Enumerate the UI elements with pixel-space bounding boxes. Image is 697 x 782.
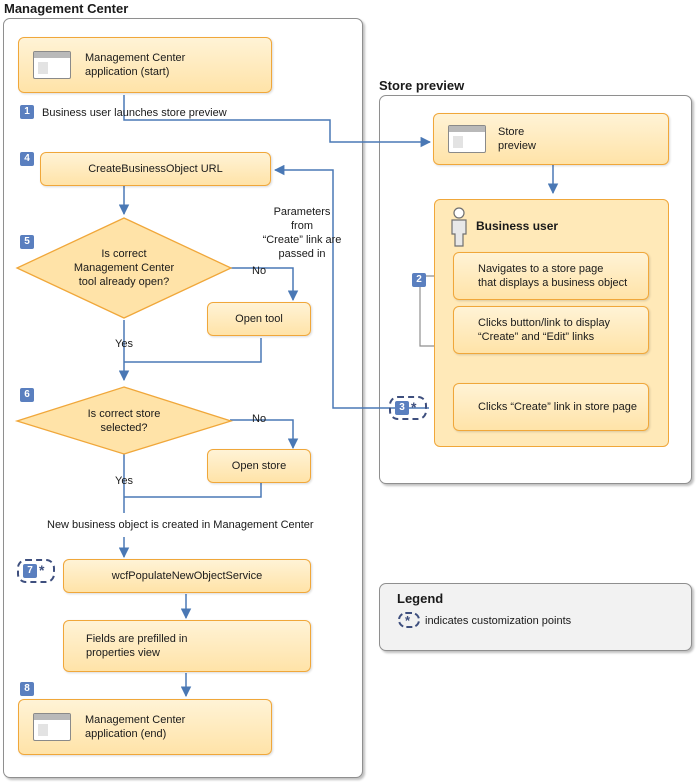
clicks-create-label: Clicks “Create” link in store page xyxy=(478,401,637,413)
yes-label-2: Yes xyxy=(115,475,133,487)
launch-label: Business user launches store preview xyxy=(42,107,227,119)
step-6-badge: 6 xyxy=(20,388,34,402)
window-icon xyxy=(448,125,486,153)
store-preview-title: Store preview xyxy=(379,78,465,93)
mc-end-label: Management Center application (end) xyxy=(85,714,186,740)
step-7-badge: 7 xyxy=(23,564,37,578)
edge-no-store xyxy=(230,419,299,450)
step-8-badge: 8 xyxy=(20,682,34,696)
new-object-label: New business object is created in Manage… xyxy=(47,519,314,531)
yes-label-1: Yes xyxy=(115,338,133,350)
legend-text: indicates customization points xyxy=(425,615,572,627)
step-2-badge: 2 xyxy=(412,273,426,287)
legend-star-icon: * xyxy=(405,613,411,628)
clicks-button-box: Clicks button/link to display “Create” a… xyxy=(453,306,649,354)
decision-6-label: Is correct store selected? xyxy=(87,408,161,434)
customization-star: * xyxy=(39,562,45,578)
edge-params xyxy=(273,164,429,409)
window-icon xyxy=(33,51,71,79)
create-url-box: CreateBusinessObject URL xyxy=(40,152,271,186)
legend-title: Legend xyxy=(397,591,444,606)
mc-start-label: Management Center application (start) xyxy=(85,52,186,78)
open-store-box: Open store xyxy=(207,449,311,483)
step-3-customization: 3* xyxy=(389,396,427,420)
create-url-label: CreateBusinessObject URL xyxy=(88,163,223,175)
open-tool-label: Open tool xyxy=(235,313,283,325)
decision-6-shape xyxy=(14,386,234,455)
window-icon xyxy=(33,713,71,741)
step-1-badge: 1 xyxy=(20,105,34,119)
step-5-badge: 5 xyxy=(20,235,34,249)
no-label-2: No xyxy=(252,413,267,425)
edge-open-store-merge xyxy=(124,482,262,498)
edge-open-tool-merge xyxy=(124,338,262,363)
navigate-box: Navigates to a store page that displays … xyxy=(453,252,649,300)
populate-service-box: wcfPopulateNewObjectService xyxy=(63,559,311,593)
open-store-label: Open store xyxy=(231,460,287,472)
no-label-1: No xyxy=(252,265,267,277)
customization-star: * xyxy=(411,399,417,415)
edge-no-tool xyxy=(230,267,299,302)
decision-5-shape xyxy=(15,217,233,319)
open-tool-box: Open tool xyxy=(207,302,311,336)
fields-prefilled-label: Fields are prefilled in properties view xyxy=(86,633,188,659)
store-preview-box: Store preview xyxy=(433,113,669,165)
legend-box xyxy=(379,583,692,651)
mc-end-box: Management Center application (end) xyxy=(18,699,272,755)
clicks-create-box: Clicks “Create” link in store page xyxy=(453,383,649,431)
mc-start-box: Management Center application (start) xyxy=(18,37,272,93)
management-center-title: Management Center xyxy=(4,1,129,16)
populate-service-label: wcfPopulateNewObjectService xyxy=(111,570,263,582)
step-7-customization: 7* xyxy=(17,559,55,583)
step-3-badge: 3 xyxy=(395,401,409,415)
decision-5-label: Is correct Management Center tool alread… xyxy=(73,248,175,288)
edge-launch xyxy=(123,95,432,148)
business-user-label: Business user xyxy=(476,219,559,233)
params-label: Parameters from “Create” link are passed… xyxy=(262,206,342,260)
step-4-badge: 4 xyxy=(20,152,34,166)
person-icon xyxy=(451,207,467,247)
fields-prefilled-box: Fields are prefilled in properties view xyxy=(63,620,311,672)
clicks-button-label: Clicks button/link to display “Create” a… xyxy=(478,317,611,343)
store-preview-label: Store preview xyxy=(498,126,536,152)
legend-marker: * xyxy=(398,612,420,628)
navigate-label: Navigates to a store page that displays … xyxy=(478,263,628,289)
